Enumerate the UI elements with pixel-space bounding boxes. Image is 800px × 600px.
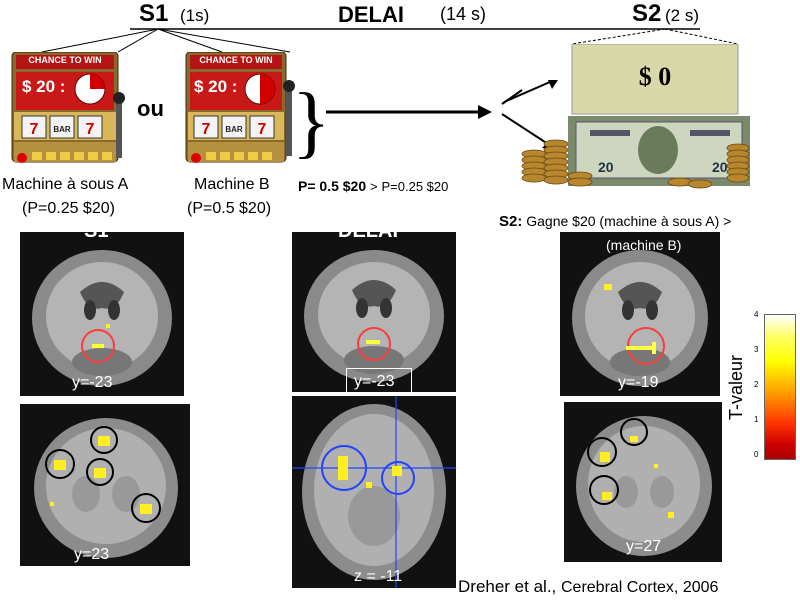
brain-coronal-icon: [20, 232, 184, 396]
slot-machine-a: 7 BAR 7 CHANCE TO WIN $ 20 :: [10, 51, 120, 167]
colorbar-tick: 2: [754, 380, 759, 389]
brain-coronal-icon: [564, 402, 722, 562]
s2-caption-text: Gagne $20 (machine à sous A) >: [526, 213, 732, 229]
brain-s2-coronal: y=-19: [560, 232, 720, 396]
brain-axial-icon: [292, 396, 456, 588]
citation-journal: Cerebral Cortex, 2006: [561, 579, 719, 596]
coord-highlight-box: [346, 368, 412, 392]
lever-icon: [113, 92, 125, 158]
s1-duration: (1s): [180, 6, 210, 25]
svg-text:7: 7: [258, 121, 267, 138]
roi-circle: [620, 418, 648, 446]
brain-s1-frontal: y=23: [20, 404, 190, 566]
reward-amount: $ 0: [638, 62, 672, 91]
brain-delay-coronal: DELAI y=-23: [292, 232, 456, 392]
brain-coronal-icon: [292, 232, 456, 392]
colorbar-label: T-valeur: [726, 354, 746, 420]
colorbar-tick: 1: [754, 415, 759, 424]
brain-s2-frontal: y=27: [564, 402, 722, 562]
colorbar-tick: 0: [754, 450, 759, 459]
machine-b-amount: $ 20 :: [194, 77, 238, 96]
slot-machine-icon: 7 BAR 7: [11, 51, 119, 163]
money-icon: 20 20: [521, 43, 750, 189]
colorbar-tick: 4: [754, 310, 759, 319]
citation-authors: Dreher et al.,: [458, 577, 557, 596]
colorbar-ticks: 4 3 2 1 0: [754, 310, 764, 460]
s2-caption: S2: Gagne $20 (machine à sous A) >: [499, 213, 731, 230]
brain-delay-axial: z = -11: [292, 396, 456, 588]
delay-duration: (14 s): [440, 4, 487, 24]
roi-circle: [589, 475, 619, 505]
coord-label: z = -11: [354, 568, 403, 585]
machine-b-banner: CHANCE TO WIN: [199, 55, 273, 65]
comparison-left: P= 0.5 $20: [298, 178, 367, 194]
s2-duration: (2 s): [665, 6, 699, 25]
roi-circle: [45, 449, 75, 479]
brain-coronal-icon: [560, 232, 720, 396]
colorbar-tick: 3: [754, 345, 759, 354]
coord-label: y=23: [74, 546, 110, 563]
svg-text:7: 7: [86, 121, 95, 138]
roi-circle: [321, 445, 367, 491]
s2-caption-label: S2:: [499, 213, 523, 230]
machine-a-banner: CHANCE TO WIN: [28, 55, 102, 65]
curly-brace-icon: }: [292, 78, 330, 166]
roi-circle: [587, 437, 617, 467]
coord-label: y=-23: [354, 373, 395, 390]
brain-coronal-icon: [20, 404, 190, 566]
svg-text:20: 20: [598, 159, 614, 175]
roi-circle: [381, 461, 415, 495]
lever-icon: [283, 80, 295, 156]
delay-label: DELAI: [338, 2, 404, 27]
panel-title-s1: S1: [84, 232, 108, 243]
comparison-operator: >: [370, 179, 378, 194]
roi-circle: [131, 493, 161, 523]
s2-label: S2: [632, 0, 662, 27]
or-label: ou: [137, 96, 164, 121]
slot-machine-b: 7 BAR 7 CHANCE TO WIN $ 20 :: [184, 51, 294, 167]
svg-text:20: 20: [712, 159, 728, 175]
probability-comparison: P= 0.5 $20 > P=0.25 $20: [298, 178, 448, 194]
brain-s1-coronal: S1 y=-23: [20, 232, 184, 396]
machine-a-probability: (P=0.25 $20): [22, 200, 115, 217]
reward-image: 20 20 $ 0: [520, 43, 750, 190]
panel-title-delay: DELAI: [338, 232, 398, 243]
citation: Dreher et al., Cerebral Cortex, 2006: [458, 577, 718, 597]
roi-circle: [81, 329, 115, 363]
svg-text:BAR: BAR: [53, 125, 71, 134]
s2-caption-continued: (machine B): [606, 237, 682, 253]
machine-a-name: Machine à sous A: [2, 176, 129, 193]
roi-circle: [86, 458, 114, 486]
svg-text:7: 7: [30, 121, 39, 138]
s1-label: S1: [139, 0, 169, 27]
machine-a-amount: $ 20 :: [22, 77, 66, 96]
machine-b-probability: (P=0.5 $20): [187, 200, 272, 217]
coord-label: y=-23: [72, 374, 113, 391]
coord-label: y=-19: [618, 374, 659, 391]
svg-text:BAR: BAR: [225, 125, 243, 134]
slot-machine-icon: 7 BAR 7: [185, 51, 287, 163]
svg-text:7: 7: [202, 121, 211, 138]
timeline-lines: [41, 28, 739, 53]
coord-label: y=27: [626, 538, 662, 555]
machine-b-name: Machine B: [194, 176, 270, 193]
roi-circle: [90, 426, 118, 454]
comparison-right: P=0.25 $20: [381, 179, 449, 194]
roi-circle: [357, 327, 391, 361]
colorbar: [764, 314, 796, 460]
